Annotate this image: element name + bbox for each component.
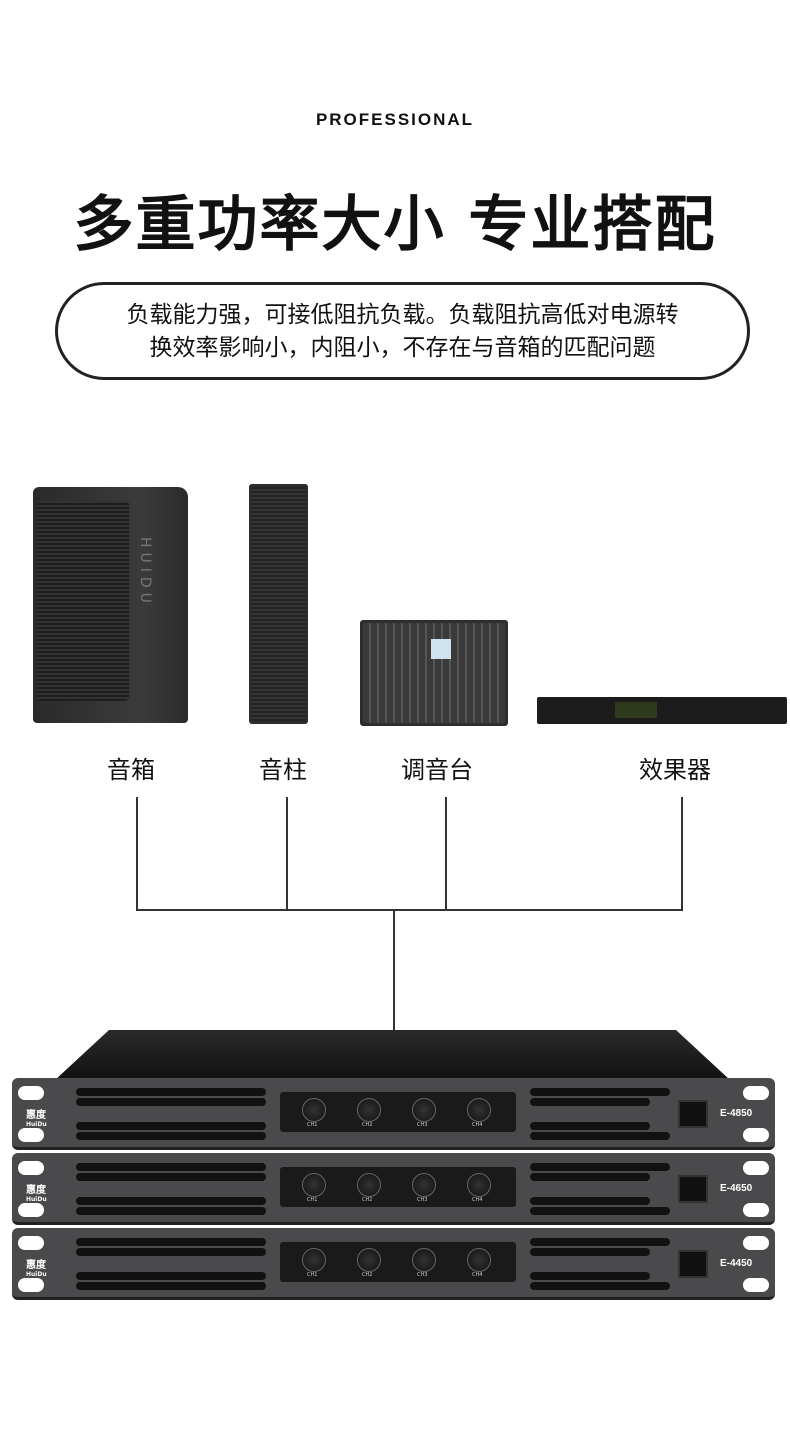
channel-panel: CH1 CH2 CH3 CH4: [280, 1242, 516, 1282]
description-line: 换效率影响小，内阻小，不存在与音箱的匹配问题: [149, 335, 656, 361]
channel-label: CH2: [362, 1197, 373, 1203]
connector-line: [393, 909, 395, 1031]
gain-knob[interactable]: [357, 1098, 381, 1122]
device-label-column: 音柱: [259, 756, 307, 784]
device-label-effects: 效果器: [639, 756, 711, 784]
channel-label: CH4: [472, 1272, 483, 1278]
gain-knob[interactable]: [467, 1173, 491, 1197]
channel-label: CH1: [307, 1197, 318, 1203]
power-switch[interactable]: [678, 1175, 708, 1203]
channel-label: CH3: [417, 1122, 428, 1128]
channel-label: CH4: [472, 1122, 483, 1128]
mixer-image: [360, 620, 508, 726]
channel-label: CH1: [307, 1122, 318, 1128]
channel-label: CH2: [362, 1122, 373, 1128]
gain-knob[interactable]: [302, 1098, 326, 1122]
channel-label: CH3: [417, 1197, 428, 1203]
connector-line: [136, 797, 138, 911]
channel-label: CH4: [472, 1197, 483, 1203]
gain-knob[interactable]: [357, 1248, 381, 1272]
gain-knob[interactable]: [412, 1098, 436, 1122]
gain-knob[interactable]: [412, 1248, 436, 1272]
power-switch[interactable]: [678, 1100, 708, 1128]
speaker-brand: HUIDU: [137, 537, 153, 608]
channel-panel: CH1 CH2 CH3 CH4: [280, 1092, 516, 1132]
column-speaker-image: [249, 484, 308, 724]
gain-knob[interactable]: [357, 1173, 381, 1197]
channel-label: CH1: [307, 1272, 318, 1278]
channel-panel: CH1 CH2 CH3 CH4: [280, 1167, 516, 1207]
effects-processor-image: [537, 697, 787, 724]
connector-line: [445, 797, 447, 911]
page-title: 多重功率大小 专业搭配: [73, 190, 717, 260]
speaker-image: HUIDU: [33, 487, 188, 723]
gain-knob[interactable]: [467, 1098, 491, 1122]
description-box: 负载能力强，可接低阻抗负载。负载阻抗高低对电源转 换效率影响小，内阻小，不存在与…: [55, 282, 750, 380]
gain-knob[interactable]: [302, 1248, 326, 1272]
amplifier-model: E-4450: [720, 1258, 753, 1269]
amplifier-top-cover: [55, 1030, 730, 1080]
channel-label: CH3: [417, 1272, 428, 1278]
power-switch[interactable]: [678, 1250, 708, 1278]
connector-line: [136, 909, 683, 911]
gain-knob[interactable]: [302, 1173, 326, 1197]
device-label-speaker: 音箱: [107, 756, 155, 784]
channel-label: CH2: [362, 1272, 373, 1278]
device-label-mixer: 调音台: [401, 756, 473, 784]
gain-knob[interactable]: [467, 1248, 491, 1272]
amplifier-model: E-4650: [720, 1183, 753, 1194]
connector-line: [286, 797, 288, 911]
gain-knob[interactable]: [412, 1173, 436, 1197]
description-line: 负载能力强，可接低阻抗负载。负载阻抗高低对电源转: [126, 302, 679, 328]
connector-line: [681, 797, 683, 911]
eyebrow-text: PROFESSIONAL: [315, 110, 475, 129]
amplifier-model: E-4850: [720, 1108, 753, 1119]
